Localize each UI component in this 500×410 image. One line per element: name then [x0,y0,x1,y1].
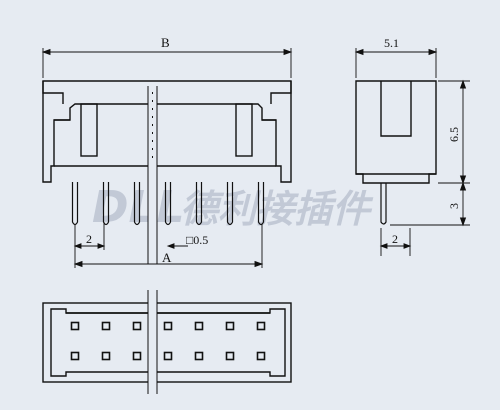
dim-pitch-side [379,228,412,256]
dim-b-label: B [161,35,170,50]
bottom-inner-outline [50,308,286,377]
dim-pin-length-label: 3 [447,203,461,209]
bottom-pin-square [132,321,142,331]
dim-pitch-front-label: 2 [86,232,92,246]
bottom-pin-square [256,351,266,361]
dim-width [354,48,438,78]
watermark-cjk: 德利接插件 [180,187,374,231]
bottom-break-gap [148,290,157,394]
dim-b [41,48,293,78]
side-housing-outline [355,80,437,184]
bottom-break-lines [147,290,158,394]
front-left-step [42,81,64,104]
front-view [42,80,292,183]
front-right-latch [235,103,253,157]
front-right-step [270,81,292,104]
bottom-pin-square [70,351,80,361]
front-pin [133,182,141,226]
bottom-pin-square [194,351,204,361]
front-pin [102,182,110,226]
bottom-pin-square [194,321,204,331]
dim-pin-square [166,243,188,249]
dim-pitch-side-label: 2 [392,232,398,246]
bottom-view [42,302,292,383]
side-pin [380,183,387,225]
dim-height-label: 6.5 [447,127,461,142]
bottom-pin-square [101,351,111,361]
bottom-pins [70,321,266,361]
front-pin [195,182,203,226]
dim-vertical [390,79,470,227]
front-pin [164,182,172,226]
front-break-lines [147,86,158,264]
bottom-pin-square [101,321,111,331]
bottom-pin-square [163,321,173,331]
bottom-pin-square [163,351,173,361]
dim-a [73,224,264,268]
bottom-pin-square [256,321,266,331]
bottom-pin-square [225,351,235,361]
front-pin [257,182,265,226]
front-left-latch [80,103,98,157]
side-view [355,80,437,184]
front-housing-outline [42,80,292,183]
bottom-pin-square [225,321,235,331]
side-slot [380,81,412,137]
dim-a-label: A [162,250,172,265]
front-pin [71,182,79,226]
dim-width-label: 5.1 [384,36,399,50]
dim-pin-square-label: □0.5 [186,233,208,247]
bottom-pin-square [70,321,80,331]
bottom-outer-outline [42,302,292,383]
watermark: DLL 德利接插件 [92,182,374,233]
dim-pitch-front [73,222,106,268]
front-pin [226,182,234,226]
front-pins [71,182,265,226]
front-break-gap [148,86,157,264]
bottom-pin-square [132,351,142,361]
